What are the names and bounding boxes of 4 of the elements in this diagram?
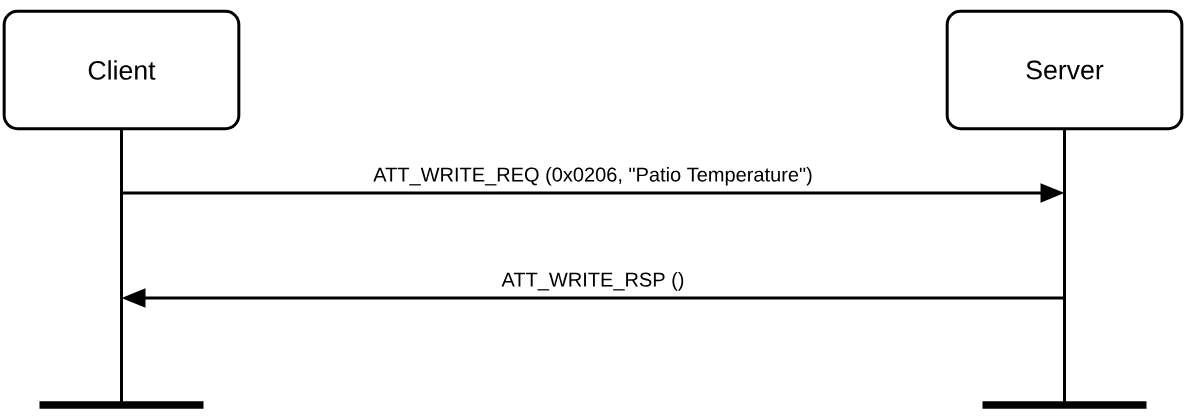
participant-box: Server bbox=[945, 9, 1184, 131]
participant-box: Client bbox=[2, 9, 241, 131]
message-label: ATT_WRITE_RSP () bbox=[501, 272, 684, 291]
message-label: ATT_WRITE_REQ (0x0206, "Patio Temperature") bbox=[373, 167, 812, 186]
